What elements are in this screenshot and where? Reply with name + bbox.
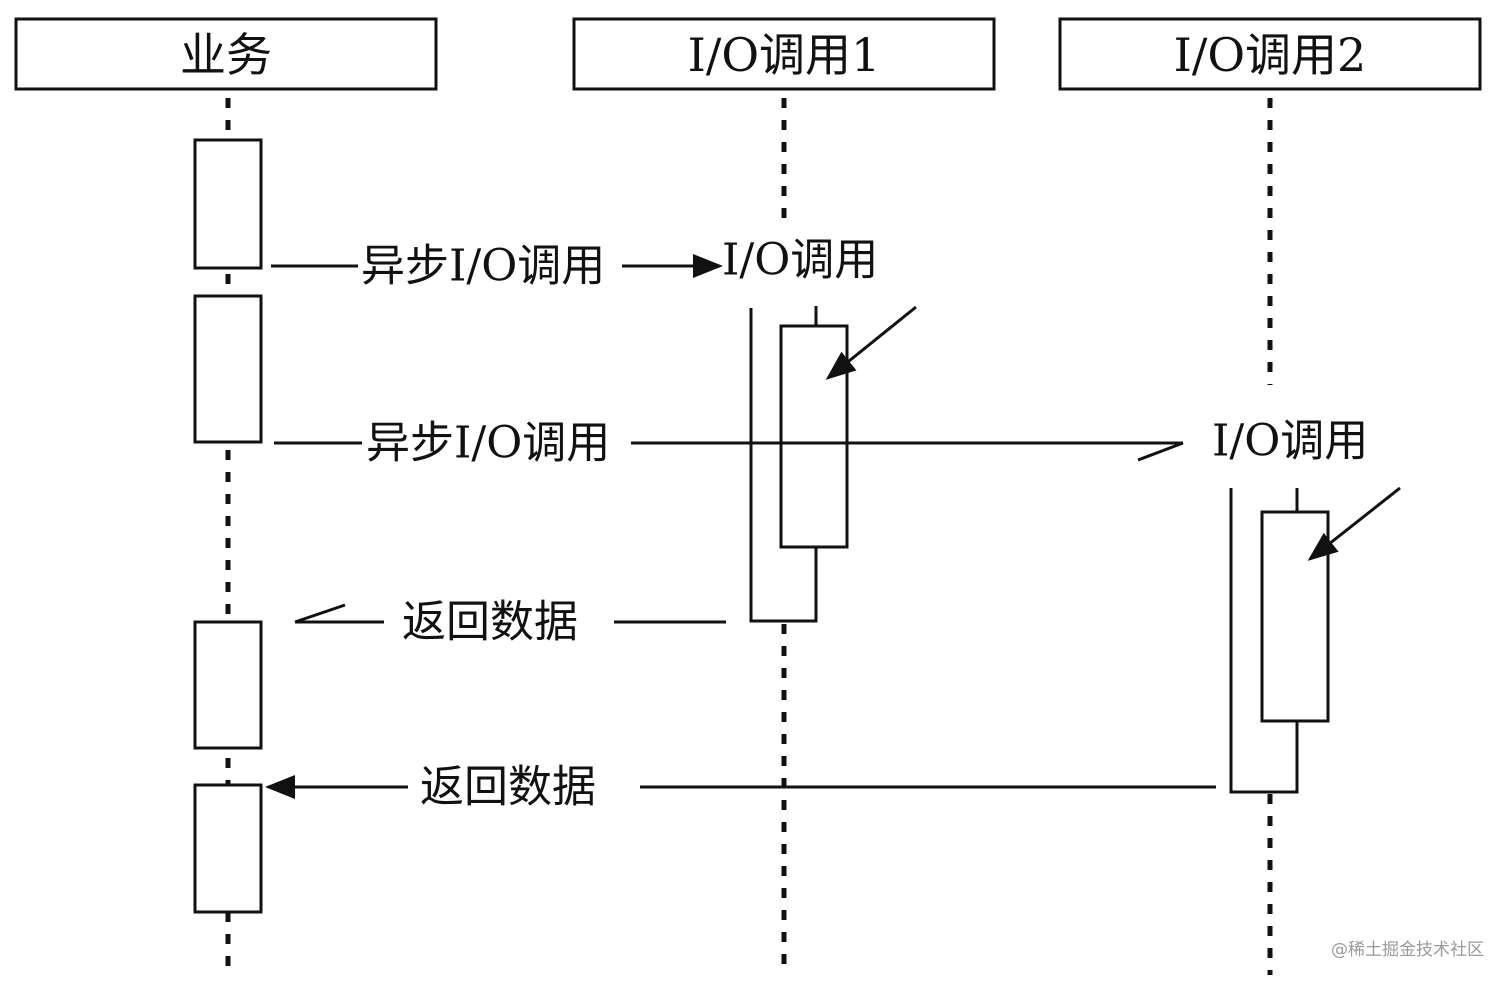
io2-inner-activation — [1260, 510, 1330, 723]
participant-io2: I/O调用2 — [1058, 17, 1482, 91]
message-async-call-1: 异步I/O调用 I/O调用 — [271, 235, 878, 292]
io1-inner-activation — [779, 324, 849, 549]
message-return-2: 返回数据 — [265, 762, 1216, 813]
io2-execution — [1229, 486, 1401, 794]
message-label: 返回数据 — [402, 597, 578, 648]
half-arrowhead — [294, 603, 346, 624]
participant-label: I/O调用2 — [1174, 28, 1367, 82]
io2-outer-frame — [1229, 488, 1299, 794]
io1-execution — [749, 305, 917, 623]
participant-label: 业务 — [180, 28, 272, 82]
business-activation-1 — [193, 138, 263, 270]
participant-io1: I/O调用1 — [572, 17, 996, 91]
message-return-1: 返回数据 — [294, 597, 726, 648]
io1-outer-frame — [749, 308, 818, 623]
business-activation-3 — [193, 620, 263, 750]
business-activation-4 — [193, 783, 263, 914]
participant-box — [1058, 17, 1482, 91]
watermark-text: @稀土掘金技术社区 — [1331, 940, 1484, 960]
message-label: 异步I/O调用 — [366, 418, 610, 469]
half-arrowhead — [1137, 441, 1184, 462]
io2-pointer-arrow — [1307, 486, 1401, 561]
target-label-io2: I/O调用 — [1212, 416, 1368, 467]
io1-pointer-arrow — [825, 305, 917, 380]
target-label-io1: I/O调用 — [722, 235, 878, 286]
participant-box — [14, 17, 438, 91]
participant-box — [572, 17, 996, 91]
message-label: 异步I/O调用 — [361, 241, 605, 292]
message-async-call-2: 异步I/O调用 I/O调用 — [274, 416, 1368, 469]
participant-label: I/O调用1 — [688, 28, 881, 82]
business-activation-2 — [193, 294, 263, 444]
participant-business: 业务 — [14, 17, 438, 91]
message-label: 返回数据 — [420, 762, 596, 813]
